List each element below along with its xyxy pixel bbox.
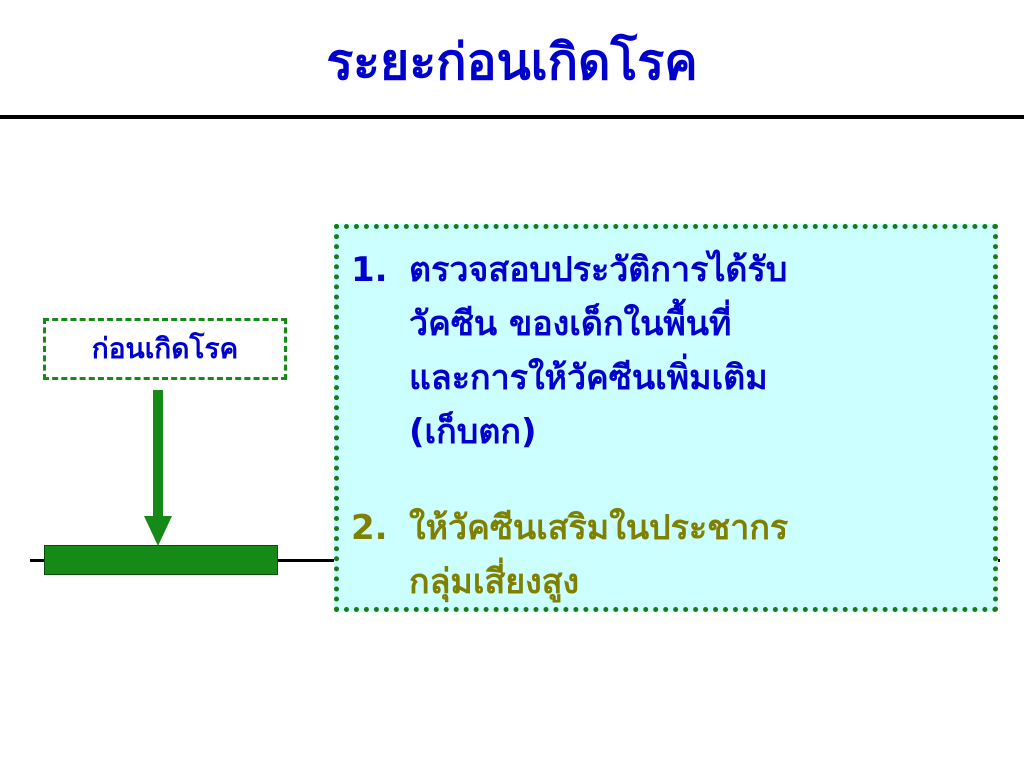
slide-title: ระยะก่อนเกิดโรค	[326, 33, 698, 91]
down-arrow-icon	[144, 390, 172, 546]
phase-label: ก่อนเกิดโรค	[91, 332, 239, 365]
measure-text-1: ตรวจสอบประวัติการได้รับ วัคซีน ของเด็กใน…	[409, 250, 788, 452]
phase-label-box: ก่อนเกิดโรค	[43, 318, 287, 380]
measure-number-1: 1.	[351, 250, 388, 290]
measures-box: 1. ตรวจสอบประวัติการได้รับ วัคซีน ของเด็…	[334, 224, 998, 612]
measure-item-1: 1. ตรวจสอบประวัติการได้รับ วัคซีน ของเด็…	[351, 243, 949, 459]
measure-number-2: 2.	[351, 508, 388, 548]
measure-text-2: ให้วัคซีนเสริมในประชากร กลุ่มเสี่ยงสูง	[409, 508, 789, 602]
title-divider	[0, 115, 1024, 119]
measure-item-2: 2. ให้วัคซีนเสริมในประชากร กลุ่มเสี่ยงสู…	[351, 501, 949, 609]
phase-bar-pre-disease	[44, 545, 278, 575]
